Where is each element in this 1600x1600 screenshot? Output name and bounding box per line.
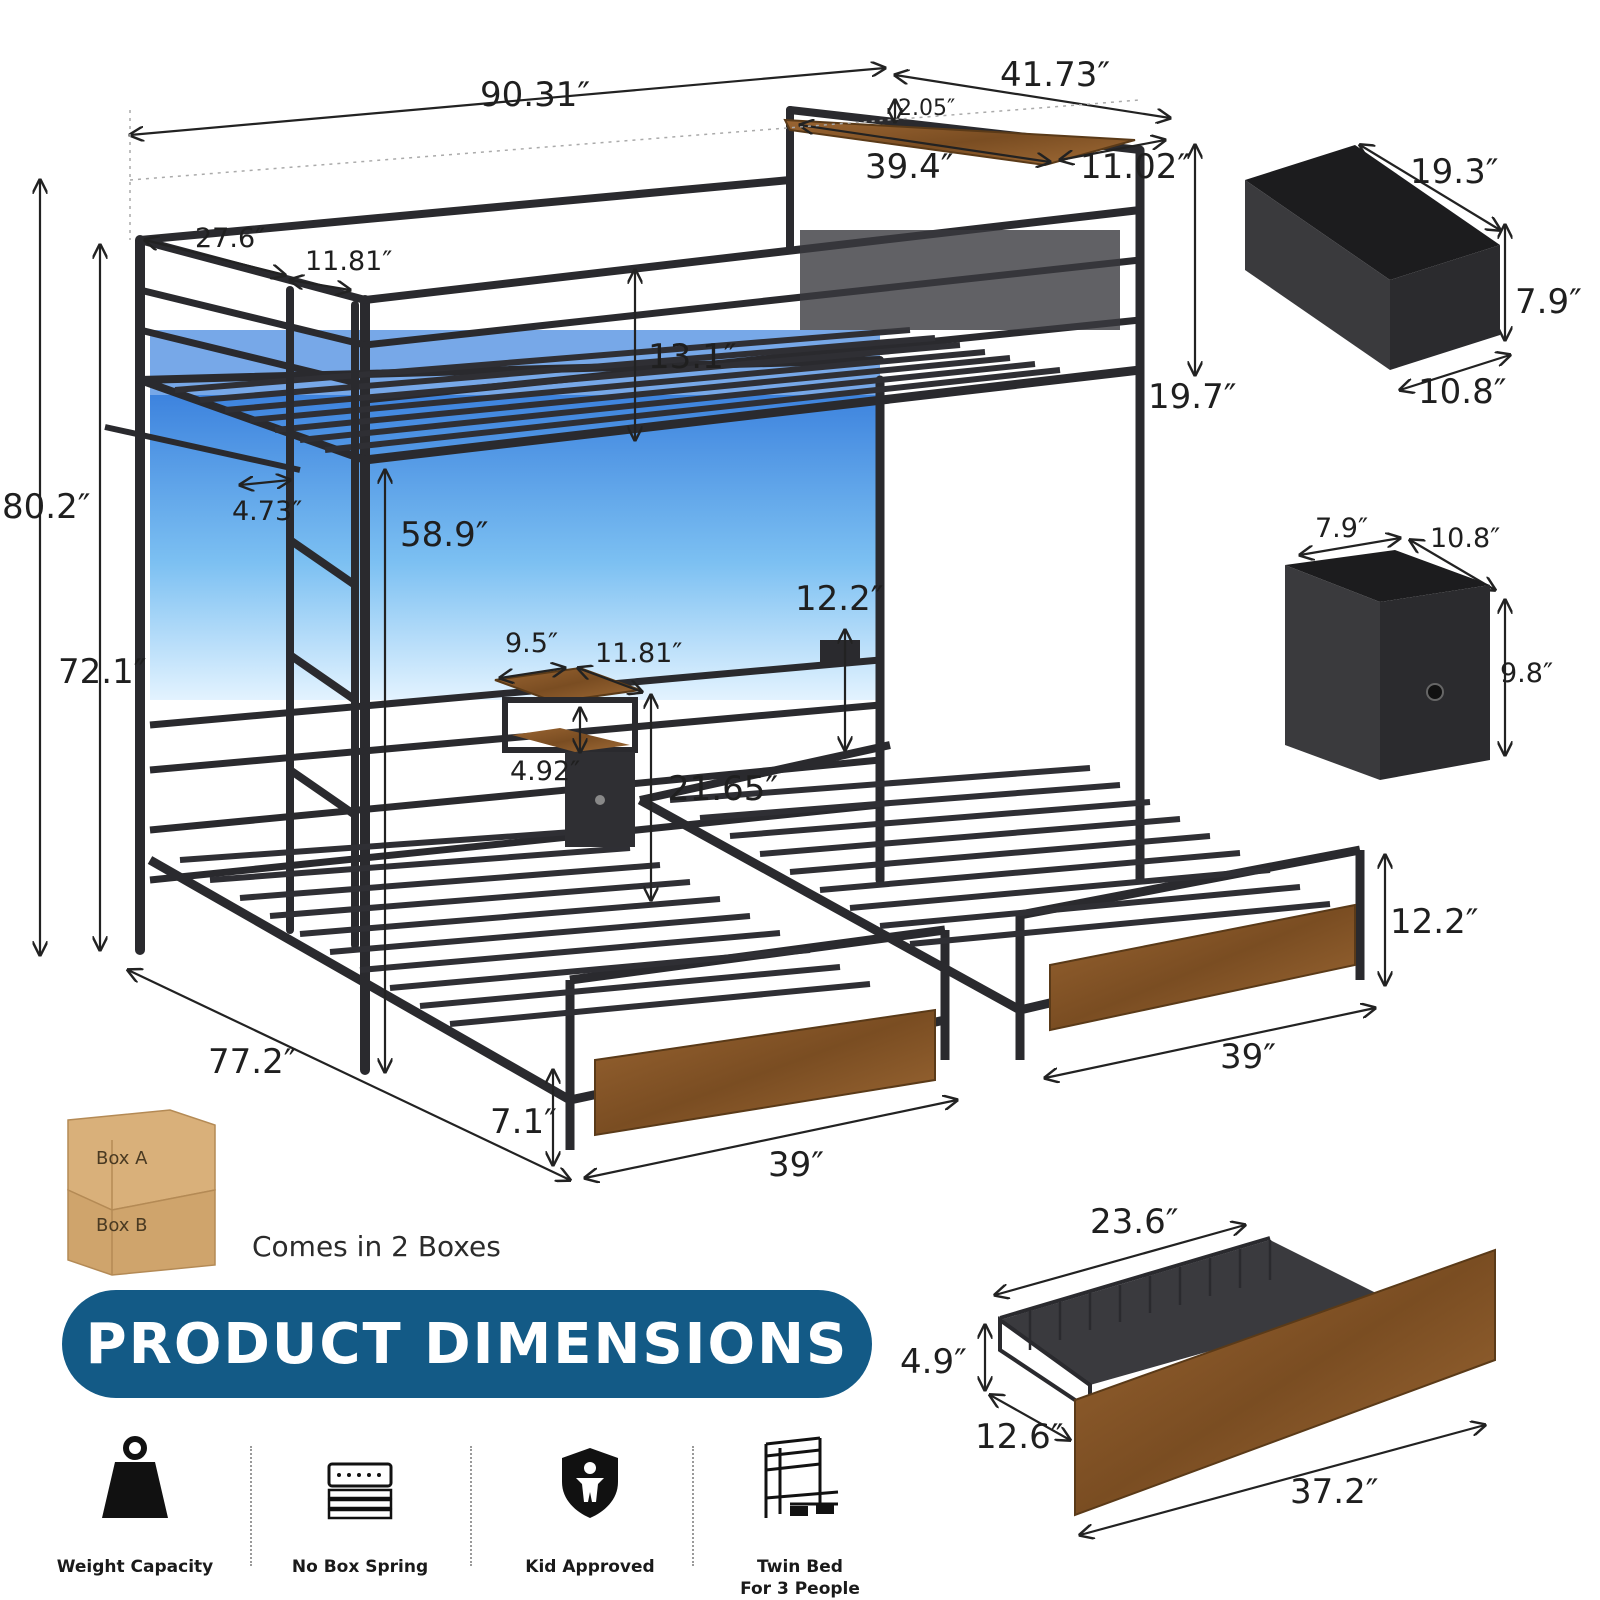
dim-bin-large-height: 7.9″ xyxy=(1515,282,1582,322)
product-dimensions-banner: PRODUCT DIMENSIONS xyxy=(62,1290,872,1398)
storage-bin-large xyxy=(1245,145,1500,370)
dim-footboard-height: 7.1″ xyxy=(490,1102,557,1142)
ladder xyxy=(286,286,359,949)
feature-label-line1: Twin Bed xyxy=(757,1557,843,1577)
dim-nightstand-depth: 11.81″ xyxy=(595,638,683,669)
shield-child-icon xyxy=(480,1430,700,1520)
box-a-label: Box A xyxy=(96,1148,148,1169)
upper-cubby xyxy=(800,230,1120,330)
dim-nightstand-width: 9.5″ xyxy=(505,628,559,659)
dim-nightstand-gap: 4.92″ xyxy=(510,756,581,787)
mattress-icon xyxy=(250,1430,470,1520)
dim-shelf-height: 2.05″ xyxy=(898,96,956,121)
feature-no-box-spring: No Box Spring xyxy=(250,1430,470,1578)
dim-bin-small-depth: 10.8″ xyxy=(1430,523,1501,554)
dim-rail-height: 13.1″ xyxy=(648,337,737,377)
dim-bed-left-width: 39″ xyxy=(768,1145,824,1185)
right-lower-slats xyxy=(669,765,1331,947)
dim-overall-height: 80.2″ xyxy=(2,487,91,527)
dim-bin-large-width: 10.8″ xyxy=(1418,372,1507,412)
banner-title: PRODUCT DIMENSIONS xyxy=(85,1311,849,1377)
dim-drawer-front-width: 37.2″ xyxy=(1290,1472,1379,1512)
dim-shelf-depth: 11.02″ xyxy=(1080,147,1191,187)
dim-top-bunk-height: 72.1″ xyxy=(58,652,147,692)
dim-nightstand-height: 21.65″ xyxy=(668,769,779,809)
dim-headboard-height: 12.2″ xyxy=(1390,902,1479,942)
left-lower-slats xyxy=(179,827,871,1027)
feature-divider xyxy=(250,1446,252,1566)
dim-top-side-height: 19.7″ xyxy=(1148,377,1237,417)
storage-bin-small xyxy=(1285,550,1490,780)
dim-length-total: 90.31″ xyxy=(480,75,591,115)
dim-bin-small-height: 9.8″ xyxy=(1500,658,1554,689)
box-b-label: Box B xyxy=(96,1215,148,1236)
feature-label: No Box Spring xyxy=(291,1557,429,1577)
feature-divider xyxy=(470,1446,472,1566)
dim-ladder-offset: 11.81″ xyxy=(305,246,393,277)
feature-label: Kid Approved xyxy=(525,1557,655,1577)
sky-panel xyxy=(150,395,880,700)
feature-label: Weight Capacity xyxy=(56,1557,214,1577)
dim-drawer-depth: 12.6″ xyxy=(975,1417,1064,1457)
cardboard-boxes xyxy=(67,1109,216,1276)
feature-divider xyxy=(692,1446,694,1566)
dim-lower-rail-height: 12.2″ xyxy=(795,579,884,619)
dim-drawer-length: 23.6″ xyxy=(1090,1202,1179,1242)
dim-width-total: 41.73″ xyxy=(1000,55,1111,95)
dim-bed-length: 77.2″ xyxy=(208,1042,297,1082)
dim-ladder-step-gap: 4.73″ xyxy=(232,496,303,527)
feature-label-line2: For 3 People xyxy=(740,1579,860,1599)
hanging-bar xyxy=(104,424,301,473)
weight-icon xyxy=(25,1430,245,1520)
dim-bin-large-length: 19.3″ xyxy=(1410,152,1499,192)
boxes-note: Comes in 2 Boxes xyxy=(252,1230,501,1263)
dimension-lines xyxy=(40,68,1510,1535)
bunk-bed-icon xyxy=(690,1430,910,1520)
dim-guardrail-span: 27.6″ xyxy=(195,223,266,254)
dim-underside-clearance: 58.9″ xyxy=(400,515,489,555)
feature-weight-capacity: Weight Capacity xyxy=(25,1430,245,1578)
upper-slats xyxy=(174,327,1061,453)
dim-bin-small-width: 7.9″ xyxy=(1315,513,1369,544)
dim-bed-right-width: 39″ xyxy=(1220,1037,1276,1077)
dim-shelf-length: 39.4″ xyxy=(865,147,954,187)
dim-drawer-height: 4.9″ xyxy=(900,1342,967,1382)
drawer-detail xyxy=(998,1236,1496,1517)
power-socket xyxy=(820,640,860,664)
feature-kid-approved: Kid Approved xyxy=(480,1430,700,1578)
